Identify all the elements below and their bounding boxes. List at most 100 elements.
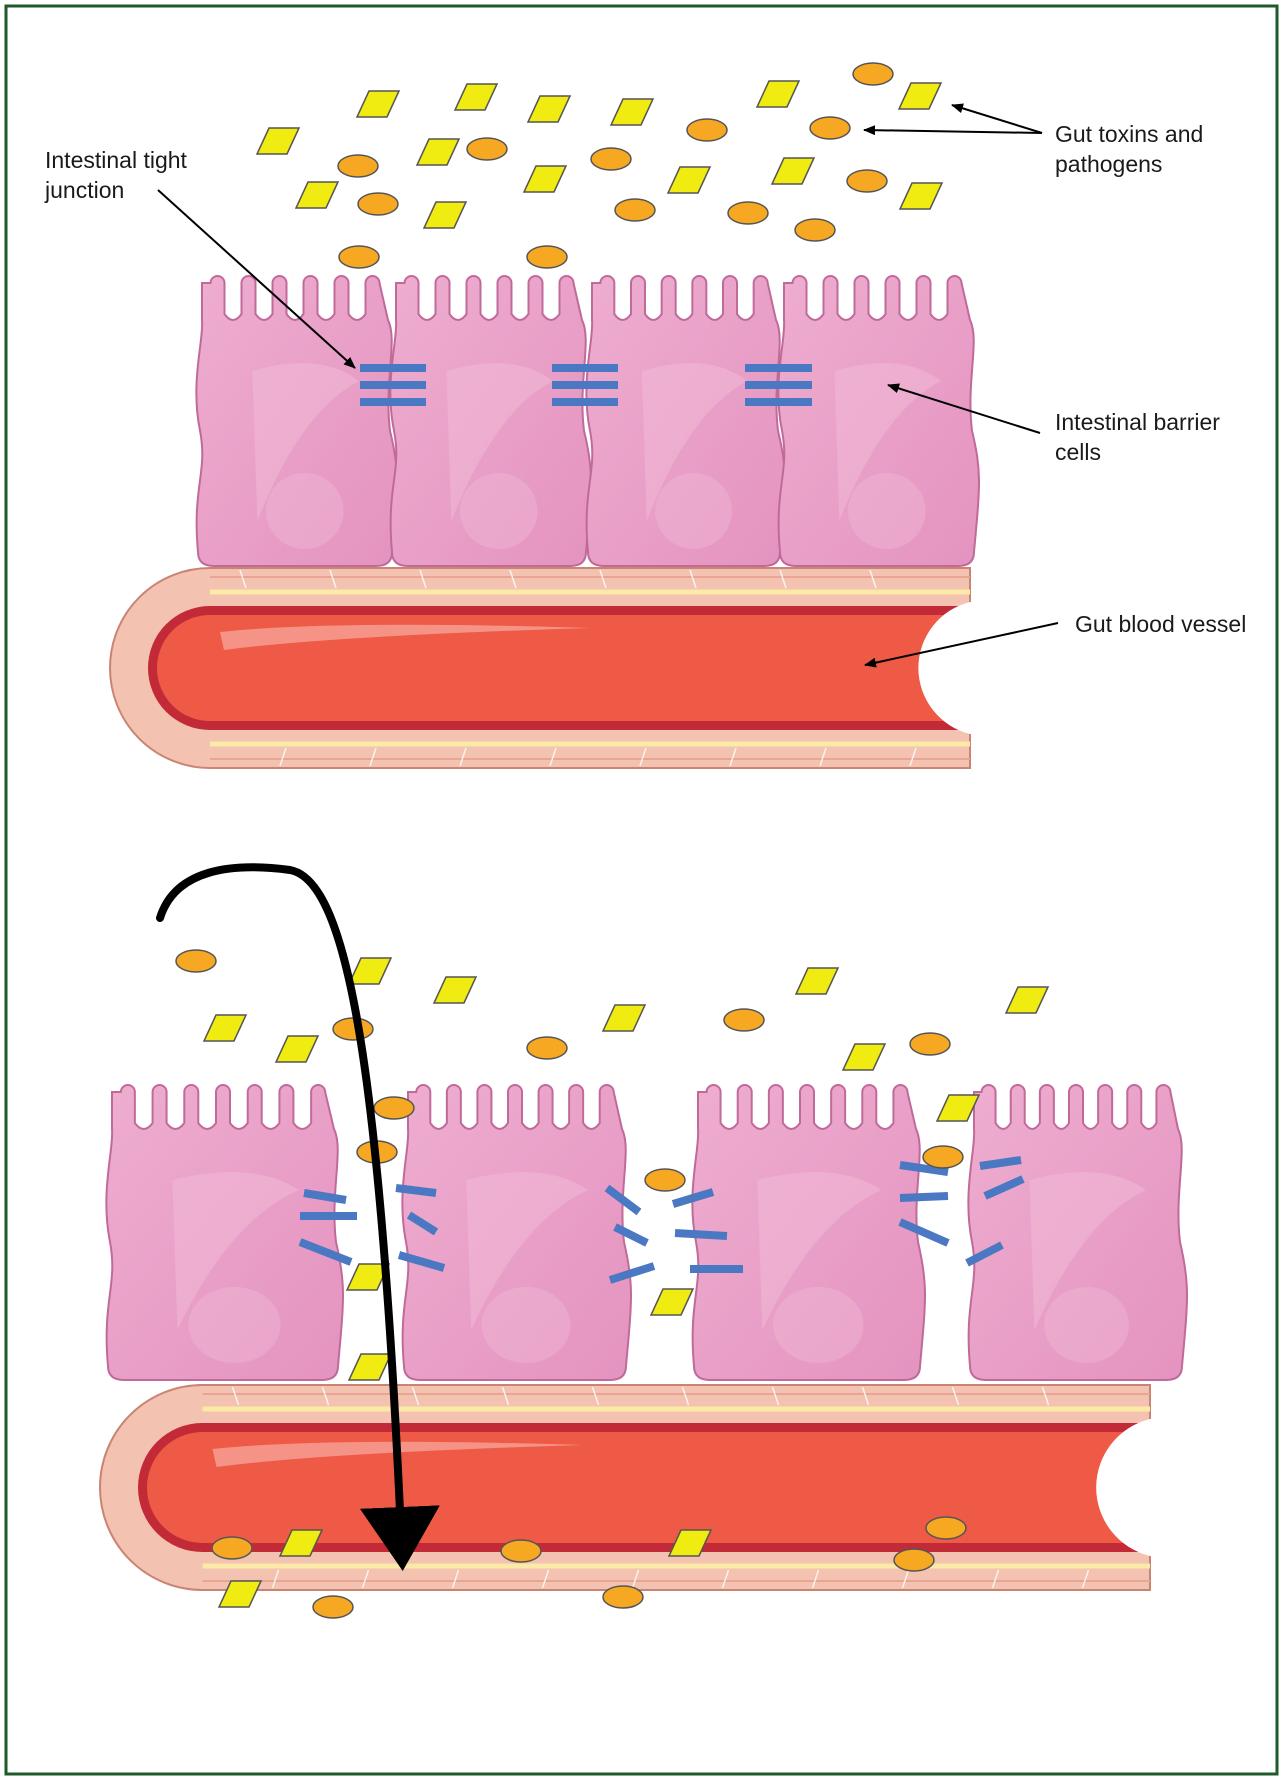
broken-junctions-bottom: [298, 1156, 1025, 1284]
barrier-cells-top: [195, 275, 980, 567]
pathogen-particle: [794, 218, 836, 242]
tight-junction-strand: [898, 1218, 950, 1247]
vessel-wall-texture: [321, 1386, 330, 1406]
tight-junction-strand: [983, 1175, 1025, 1200]
tight-junction-strand: [395, 1184, 437, 1197]
toxin-particle: [422, 201, 468, 229]
vessel-wall-texture: [239, 569, 247, 589]
barrier-cells-leader-arrow: [887, 383, 1041, 434]
intestinal-barrier-cell: [585, 275, 786, 567]
toxin-particle: [666, 166, 712, 194]
vessel-open-end: [1096, 1419, 1156, 1556]
toxin-particle: [770, 157, 816, 185]
pathogen-particle: [893, 1548, 935, 1572]
cell-highlight: [446, 363, 554, 521]
vessel-wall-texture: [861, 1386, 870, 1406]
vessel-wall-texture: [361, 1569, 370, 1589]
toxin-particle: [347, 1353, 393, 1381]
tight-junction-strand: [608, 1262, 656, 1284]
tight-junction-strand: [674, 1229, 728, 1240]
pathogen-particle: [312, 1595, 354, 1619]
blood-vessel-leader-arrow: [864, 622, 1059, 668]
toxin-particle: [898, 182, 944, 210]
vessel-wall-texture: [681, 1386, 690, 1406]
vessel-wall-texture: [501, 1386, 510, 1406]
vessel-wall-texture: [419, 569, 427, 589]
pathogen-particle: [846, 169, 888, 193]
label-line: pathogens: [1055, 151, 1162, 177]
label-line: Intestinal tight: [45, 147, 188, 173]
vessel-wall-texture: [811, 1569, 820, 1589]
pathogen-particle: [526, 1036, 568, 1060]
cell-highlight: [172, 1172, 299, 1330]
pathogen-particle: [602, 1585, 644, 1609]
cell-highlight: [265, 473, 344, 549]
cell-highlight: [188, 1287, 281, 1363]
toxin-particle: [347, 957, 393, 985]
vessel-wall-texture: [541, 1569, 550, 1589]
toxin-particle: [897, 82, 943, 110]
pathogen-particle: [925, 1516, 967, 1540]
cell-highlight: [757, 1172, 882, 1330]
cell-highlight: [641, 363, 748, 521]
vessel-wall-texture: [1041, 1386, 1050, 1406]
pathogen-particle: [614, 198, 656, 222]
label-barrier-cells: Intestinal barrier cells: [1055, 409, 1226, 465]
cell-highlight: [466, 1172, 589, 1330]
vessel-wall-texture: [819, 747, 827, 767]
vessel-wall-texture: [271, 1569, 280, 1589]
pathogen-particle: [466, 137, 508, 161]
vessel-wall-texture: [509, 569, 517, 589]
vessel-wall-texture: [729, 747, 737, 767]
pathogen-particle: [727, 201, 769, 225]
cell-highlight: [459, 473, 538, 549]
toxin-particle: [522, 165, 568, 193]
toxin-particle: [453, 83, 499, 111]
cell-highlight: [1029, 1172, 1146, 1330]
intestinal-barrier-cell: [401, 1084, 632, 1381]
toxin-particle: [794, 967, 840, 995]
pathogen-particle: [686, 118, 728, 142]
pathogen-particle: [337, 154, 379, 178]
label-line: Gut blood vessel: [1075, 611, 1246, 637]
toxin-particle: [841, 1043, 887, 1071]
toxins-pathogens-top: [255, 62, 944, 269]
tight-junction-strand: [899, 1192, 949, 1202]
vessel-wall-texture: [901, 1569, 910, 1589]
pathogen-particle: [922, 1145, 964, 1169]
cell-highlight: [655, 473, 732, 549]
pathogen-particle: [338, 245, 380, 269]
tight-junction-strand: [604, 1184, 642, 1216]
vessel-wall-texture: [631, 1569, 640, 1589]
panel-intact-barrier: Intestinal tight junction Gut toxins and…: [44, 62, 1246, 769]
toxin-particle: [202, 1014, 248, 1042]
vessel-wall-texture: [951, 1386, 960, 1406]
vessel-wall-texture: [231, 1386, 240, 1406]
vessel-wall-texture: [1081, 1569, 1090, 1589]
panel-leaky-barrier: [99, 863, 1188, 1619]
pathogen-particle: [332, 1017, 374, 1041]
toxin-particle: [935, 1094, 981, 1122]
toxin-particle: [255, 127, 301, 155]
toxin-particle: [526, 95, 572, 123]
label-line: Gut toxins and: [1055, 121, 1203, 147]
tight-junction-strand: [899, 1161, 949, 1176]
intestinal-barrier-cell: [389, 275, 592, 567]
pathogen-particle: [175, 949, 217, 973]
pathogen-particle: [211, 1536, 253, 1560]
cell-highlight: [773, 1287, 864, 1363]
blood-vessel-bottom: [99, 1384, 1156, 1591]
intestinal-barrier-cell: [691, 1084, 926, 1381]
intestinal-barrier-cell: [967, 1084, 1188, 1381]
label-line: Intestinal barrier: [1055, 409, 1220, 435]
vessel-wall-texture: [279, 747, 287, 767]
vessel-wall-texture: [459, 747, 467, 767]
vessel-wall-texture: [329, 569, 337, 589]
pathogen-particle: [644, 1168, 686, 1192]
toxins-leader-arrow-2: [863, 125, 1043, 136]
pathogen-particle: [852, 62, 894, 86]
toxin-particle: [345, 1263, 391, 1291]
label-blood-vessel: Gut blood vessel: [1075, 611, 1246, 637]
pathogen-particle: [909, 1032, 951, 1056]
